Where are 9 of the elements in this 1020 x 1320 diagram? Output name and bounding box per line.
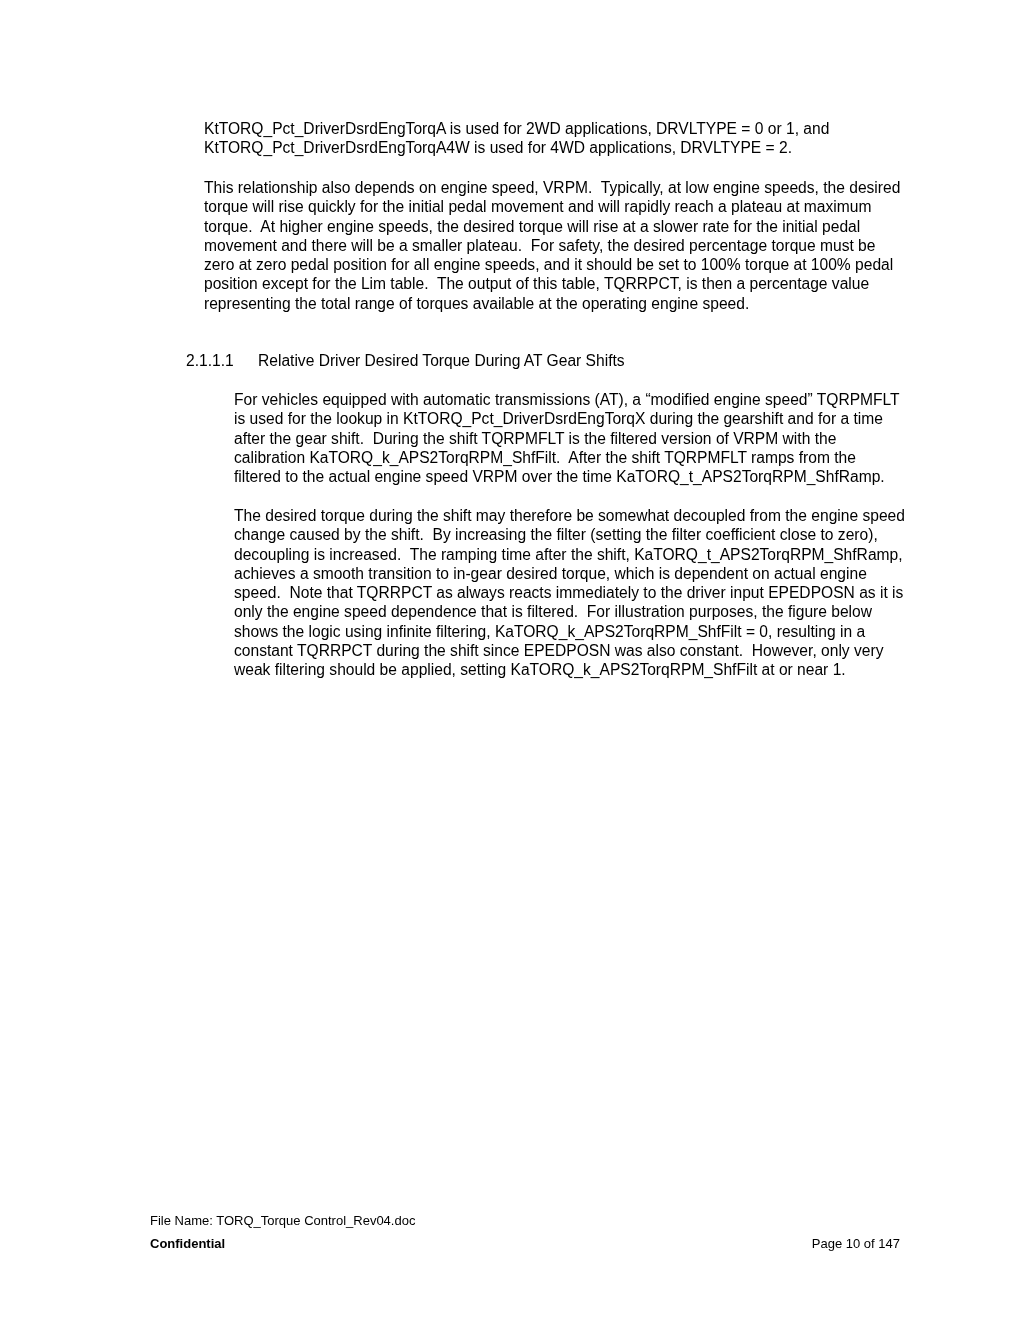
paragraph: The desired torque during the shift may therefore be somewhat decoupled from the engine speed change caused by the shift. By increasing the filter (setting the filter coefficient close to zero), decoupling is increased. The ramping time after the shift, KaTORQ_t_APS2TorqRPM_ShfRamp, achieves a smooth transition to in-gear desired torque, which is dependent on actual engine speed. Note that TQRRPCT as always reacts immediately to the driver input EPEDPOSN as it is only the engine speed dependence that is filtered. For illustration purposes, the figure below shows the logic using infinite filtering, KaTORQ_k_APS2TorqRPM_ShfFilt = 0, resulting in a constant TQRRPCT during the shift since EPEDPOSN was also constant. However, only very weak filtering should be applied, setting KaTORQ_k_APS2TorqRPM_ShfFilt at or near 1. [234, 506, 906, 680]
section-number: 2.1.1.1 [186, 351, 235, 371]
paragraph: KtTORQ_Pct_DriverDsrdEngTorqA is used for 2WD applications, DRVLTYPE = 0 or 1, and KtTORQ_Pct_DriverDsrdEngTorqA4W is used for 4WD applications, DRVLTYPE = 2. [204, 119, 831, 158]
section-heading: Relative Driver Desired Torque During AT Gear Shifts [258, 351, 626, 371]
paragraph: This relationship also depends on engine speed, VRPM. Typically, at low engine speeds, the desired torque will rise quickly for the initial pedal movement and will rapidly reach a plateau at maximum torque. At higher engine speeds, the desired torque will rise at a slower rate for the initial pedal movement and there will be a smaller plateau. For safety, the desired percentage torque must be zero at zero pedal position for all engine speeds, and it should be set to 100% torque at 100% pedal position except for the Lim table. The output of this table, TQRRPCT, is then a percentage value representing the total range of torques available at the operating engine speed. [204, 178, 902, 314]
paragraph: For vehicles equipped with automatic transmissions (AT), a “modified engine speed” TQRPMFLT is used for the lookup in KtTORQ_Pct_DriverDsrdEngTorqX during the gearshift and for a time after the gear shift. During the shift TQRPMFLT is the filtered version of VRPM with the calibration KaTORQ_k_APS2TorqRPM_ShfFilt. After the shift TQRPMFLT ramps from the filtered to the actual engine speed VRPM over the time KaTORQ_t_APS2TorqRPM_ShfRamp. [234, 390, 901, 487]
confidentiality-note: Confidential [150, 1236, 227, 1252]
page-number: Page 10 of 147 [810, 1236, 900, 1252]
file-name: File Name: TORQ_Torque Control_Rev04.doc [150, 1213, 417, 1229]
